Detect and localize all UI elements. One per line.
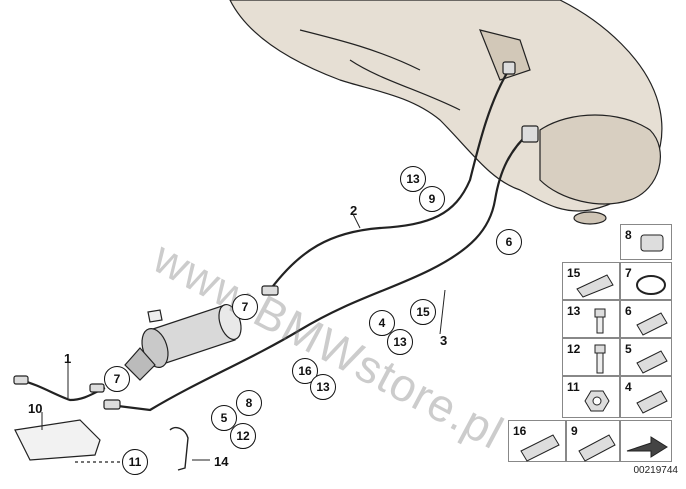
fuel-tank [229,0,663,225]
callout-circle-12: 12 [230,423,256,449]
callout-circle-8: 8 [236,390,262,416]
part-number: 11 [567,380,580,394]
part-number: 6 [625,304,632,318]
part-number: 5 [625,342,632,356]
callout-circle-16: 16 [292,358,318,384]
part-cell-6: 6 [620,300,672,338]
callout-10: 10 [28,401,43,416]
part-number: 9 [571,424,578,438]
bolt-icon [594,344,606,374]
clip-icon [520,434,560,462]
clip-icon [578,434,616,462]
fuel-line-2 [269,67,511,291]
leader-lines [41,213,446,461]
part-cell-12: 12 [562,338,620,376]
part-cell-4: 4 [620,376,672,418]
part-number: 12 [567,342,581,356]
arrow-icon [626,436,668,458]
callout-circle-15: 15 [410,299,436,325]
callout-circle-13-c: 13 [310,374,336,400]
callout-14: 14 [214,454,229,469]
part-cell-16: 16 [508,420,566,462]
part-cell-7: 7 [620,262,672,300]
part-number: 16 [513,424,527,438]
callout-circle-7-b: 7 [104,366,130,392]
clip-14 [169,426,189,471]
callout-circle-11: 11 [122,449,148,475]
callout-1: 1 [64,351,72,366]
clip-icon [640,234,664,252]
part-number: 15 [567,266,581,280]
part-cell-9: 9 [566,420,620,462]
part-number: 4 [625,380,632,394]
reference-number: 00219744 [633,465,679,476]
nut-icon [584,390,610,412]
hose-clamp-icon [636,275,666,295]
part-cell-13: 13 [562,300,620,338]
callout-3: 3 [440,333,448,348]
clip-icon [636,390,668,414]
callout-circle-13-b: 13 [387,329,413,355]
fuel-line-3 [109,131,531,412]
connectors [13,61,539,410]
callout-circle-13-a: 13 [400,166,426,192]
callout-circle-7-a: 7 [232,294,258,320]
part-cell-15: 15 [562,262,620,300]
part-number: 8 [625,228,632,242]
callout-circle-9: 9 [419,186,445,212]
part-cell-11: 11 [562,376,620,418]
bracket [14,419,120,463]
callout-circle-6: 6 [496,229,522,255]
part-number: 13 [567,304,581,318]
callout-2: 2 [350,203,358,218]
part-cell-arrow [620,420,672,462]
part-number: 7 [625,266,632,280]
part-cell-8: 8 [620,224,672,260]
part-cell-5: 5 [620,338,672,376]
clip-icon [636,312,668,336]
bolt-icon [594,308,606,334]
clip-icon [636,350,668,374]
clip-icon [576,274,614,298]
